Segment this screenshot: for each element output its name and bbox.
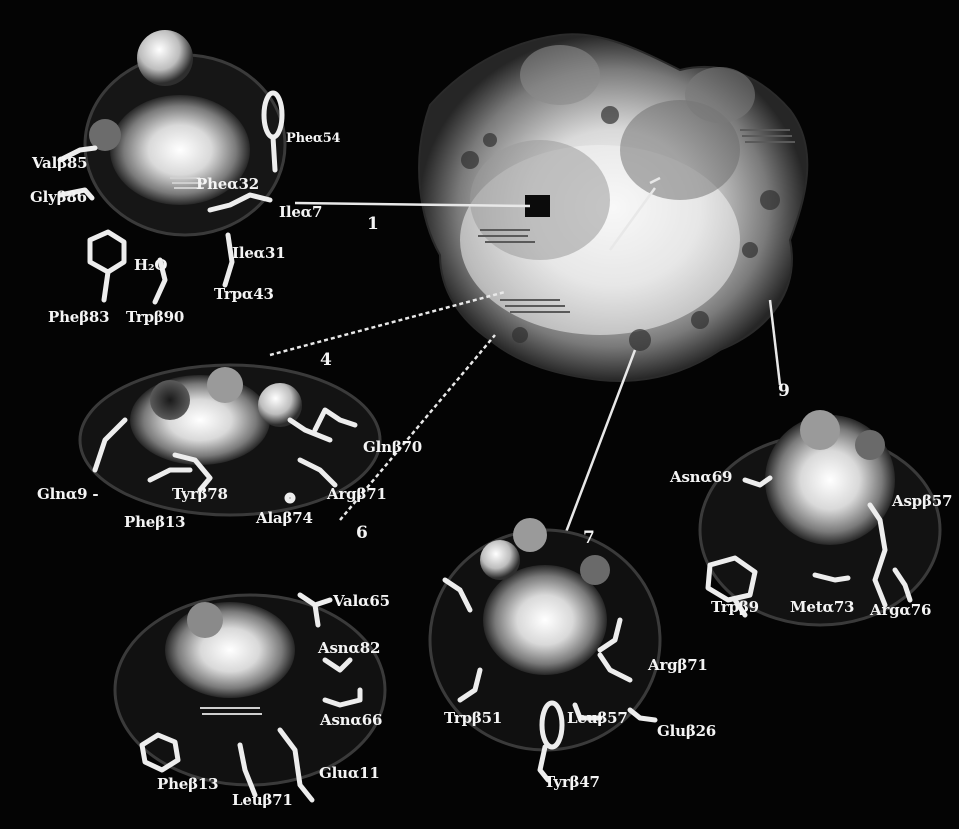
panel-number-6: 6 [356, 525, 368, 542]
residue-label: Gluβ26 [657, 724, 716, 739]
residue-label: Asnα66 [320, 713, 382, 728]
residue-label: H₂O [134, 258, 167, 273]
panel-number-9: 9 [778, 383, 790, 400]
residue-label: Trpβ9 [711, 600, 759, 615]
residue-label: Tyrβ78 [172, 487, 228, 502]
residue-label: Trpβ90 [126, 310, 184, 325]
panel-number-1: 1 [367, 216, 379, 233]
protein-surface [419, 34, 807, 381]
panel-7-pocket [430, 518, 660, 780]
residue-label: Aspβ57 [892, 494, 952, 509]
residue-label: Pheα32 [196, 177, 259, 192]
residue-label: Asnα82 [318, 641, 380, 656]
residue-label: Trpβ51 [444, 711, 502, 726]
panel-number-4: 4 [320, 352, 332, 369]
residue-label: Pheβ13 [124, 515, 185, 530]
residue-label: Pheβ13 [157, 777, 218, 792]
residue-label: Ileα7 [279, 205, 322, 220]
residue-label: Asnα69 [670, 470, 732, 485]
residue-label: Argβ71 [648, 658, 708, 673]
residue-label: Leuβ71 [232, 793, 293, 808]
residue-label: Metα73 [790, 600, 854, 615]
panel-number-7: 7 [583, 530, 595, 547]
residue-label: Trpα43 [214, 287, 274, 302]
panel-9-pocket [700, 410, 940, 625]
residue-label: Pheβ83 [48, 310, 109, 325]
residue-label: Argβ71 [327, 487, 387, 502]
residue-label: Pheα54 [286, 132, 340, 145]
residue-label: Gluα11 [319, 766, 380, 781]
residue-label: Glnα9 - [37, 487, 98, 502]
residue-label: Glyβ86 [30, 190, 87, 205]
residue-label: Ileα31 [232, 246, 285, 261]
residue-label: Valβ85 [32, 156, 87, 171]
residue-label: Leuβ57 [567, 711, 628, 726]
residue-label: Argα76 [870, 603, 931, 618]
residue-label: Alaβ74 [256, 511, 313, 526]
residue-label: Valα65 [333, 594, 390, 609]
residue-label: Tyrβ47 [544, 775, 600, 790]
residue-label: Glnβ70 [363, 440, 422, 455]
